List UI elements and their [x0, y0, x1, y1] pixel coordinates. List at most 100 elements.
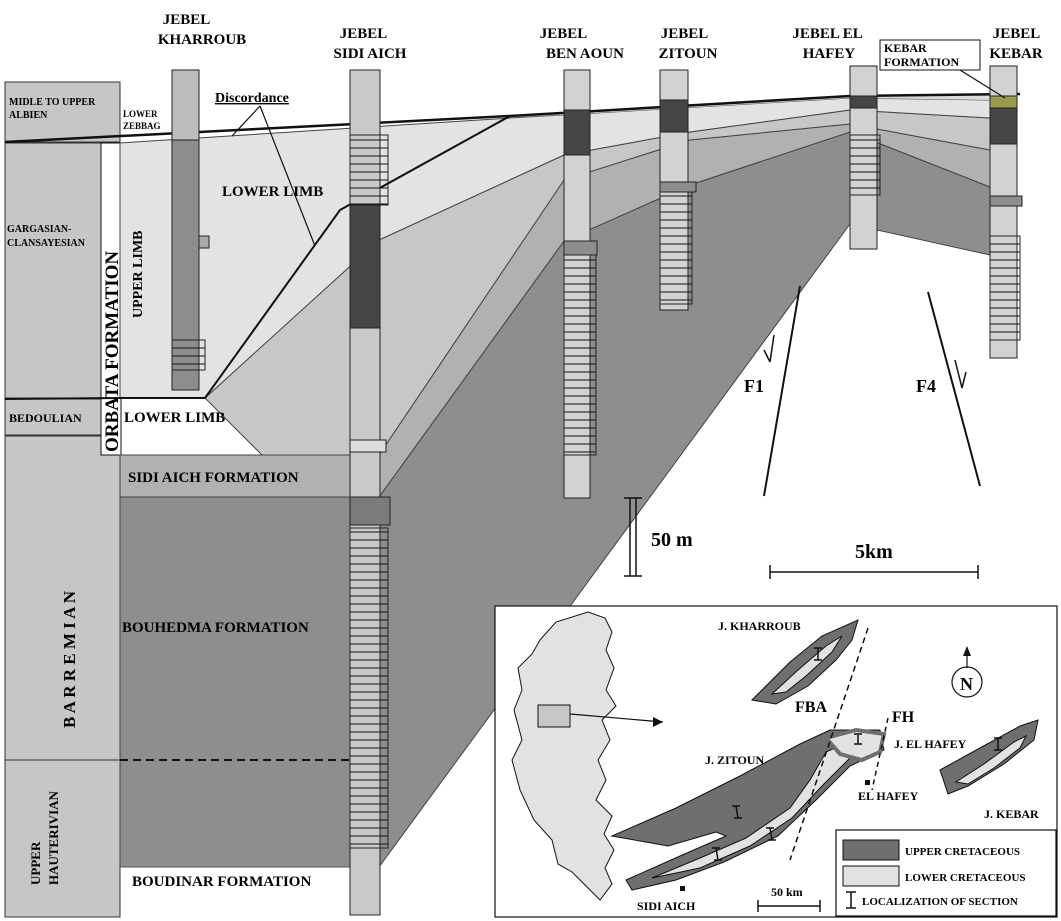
column-kharroub — [171, 69, 210, 391]
study-area-arrowhead — [653, 717, 663, 727]
fh-fault-line — [871, 717, 889, 791]
lower-zebbag-label: LOWER ZEBBAG — [123, 109, 161, 131]
header-sidi-aich: JEBEL SIDI AICH — [334, 26, 407, 62]
section-markers — [712, 647, 1002, 861]
barremian-box — [4, 435, 121, 761]
limb-boundary-line — [120, 115, 511, 399]
faults: F1 F4 — [744, 285, 981, 497]
legend-localization-label: LOCALIZATION OF SECTION — [862, 896, 1018, 908]
kharroub-outcrop — [750, 619, 859, 705]
section-marker-sidi-aich — [712, 847, 722, 861]
column-ben-aoun — [563, 69, 598, 499]
map-fba-label: FBA — [795, 699, 827, 716]
upper-limb-label: UPPER LIMB — [131, 231, 146, 319]
stage-scale: MIDLE TO UPPER ALBIEN LOWER ZEBBAG GARGA… — [4, 81, 161, 918]
section-marker-zitoun — [732, 805, 742, 819]
orbata-label: ORBATA FORMATION — [102, 251, 123, 452]
kebar-dark-unit — [989, 107, 1018, 145]
hauterivian-box — [4, 759, 121, 918]
map-fh-label: FH — [892, 709, 915, 726]
f1-label: F1 — [744, 376, 764, 396]
header-zitoun: JEBEL ZITOUN — [659, 26, 718, 62]
sidi-aich-formation-label: SIDI AICH FORMATION — [128, 470, 299, 486]
kharroub-beds — [171, 339, 206, 371]
gargasian-label: GARGASIAN- CLANSAYESIAN — [7, 224, 86, 249]
gargasian-box — [4, 142, 102, 399]
kebar-beds — [989, 235, 1021, 341]
kebar-formation-box — [879, 39, 981, 71]
sidi-aich-marker — [680, 886, 685, 891]
bedoulian-label: BEDOULIAN — [9, 411, 82, 425]
el-hafey-outcrop — [822, 727, 887, 763]
map-el-hafey-range-label: J. EL HAFEY — [894, 737, 967, 751]
column-zitoun — [659, 69, 697, 311]
map-sidi-aich-label: SIDI AICH — [637, 899, 696, 913]
sidi-aich-small-ledge — [349, 439, 387, 453]
legend-lower-label: LOWER CRETACEOUS — [905, 872, 1026, 884]
boudinar-formation-label: BOUDINAR FORMATION — [132, 874, 311, 890]
tunisia-outline — [511, 611, 617, 901]
column-el-hafey — [849, 65, 881, 250]
kebar-formation-unit — [989, 95, 1018, 109]
fault-f4 — [927, 291, 981, 487]
fault-f4-arrow — [954, 359, 967, 389]
map-zitoun-label: J. ZITOUN — [705, 753, 764, 767]
discordance-pointer-2 — [259, 105, 316, 247]
kebar-outcrop — [939, 719, 1039, 795]
el-hafey-marker — [865, 780, 870, 785]
fba-fault-line — [789, 627, 869, 861]
kebar-formation-pointer — [959, 69, 1006, 99]
legend-lower-swatch — [842, 865, 900, 887]
column-sidi-aich — [349, 69, 391, 916]
fault-f1-arrow — [763, 334, 775, 363]
map-el-hafey-town-label: EL HAFEY — [858, 789, 919, 803]
bouhedma-formation-label: BOUHEDMA FORMATION — [122, 620, 309, 636]
map-kebar-label: J. KEBAR — [984, 807, 1039, 821]
kebar-core — [954, 734, 1028, 785]
el-hafey-dark-unit — [849, 95, 878, 109]
kebar-ledge — [989, 195, 1023, 207]
header-ben-aoun: JEBEL BEN AOUN — [540, 26, 624, 62]
zitoun-ledge — [659, 181, 697, 193]
hauterivian-label: UPPER HAUTERIVIAN — [28, 790, 61, 885]
header-el-hafey: JEBEL EL HAFEY — [792, 26, 865, 62]
vertical-scale: 50 m — [624, 497, 693, 577]
kharroub-ledge — [198, 235, 210, 249]
study-area-arrow — [569, 713, 664, 723]
header-kharroub: JEBEL KHARROUB — [158, 12, 246, 48]
map-scale-label: 50 km — [771, 885, 803, 899]
sidi-aich-dark-unit — [349, 204, 381, 329]
legend-section-icon — [846, 891, 856, 909]
lower-limb-bottom-label: LOWER LIMB — [124, 410, 225, 426]
discordance-label: Discordance — [215, 91, 289, 106]
horizontal-scale: 5km — [769, 541, 979, 579]
lower-limb-top-label: LOWER LIMB — [222, 184, 323, 200]
kharroub-core — [770, 635, 843, 695]
study-area-box — [537, 704, 571, 728]
barremian-label: B A R R E M I A N — [60, 590, 79, 728]
sidi-aich-beds-top — [349, 134, 389, 206]
section-marker-kebar — [994, 737, 1002, 751]
zitoun-beds — [659, 191, 693, 305]
north-label: N — [960, 674, 973, 694]
vertical-scale-label: 50 m — [651, 529, 693, 551]
discordance-pointer-1 — [231, 105, 261, 137]
map-kharroub-label: J. KHARROUB — [718, 619, 801, 633]
column-kebar — [989, 65, 1023, 359]
el-hafey-beds — [849, 134, 881, 196]
section-marker-el-hafey — [854, 733, 862, 745]
f4-label: F4 — [916, 376, 936, 396]
north-arrow-icon — [963, 646, 971, 656]
horizontal-scale-label: 5km — [855, 541, 893, 563]
inset-map: J. KHARROUB J. ZITOUN SIDI AICH J. EL HA… — [494, 605, 1058, 918]
albien-label: MIDLE TO UPPER ALBIEN — [9, 97, 98, 121]
section-marker-kharroub — [814, 647, 822, 661]
header-kebar: JEBEL KEBAR — [989, 26, 1043, 62]
legend-upper-swatch — [842, 839, 900, 861]
section-marker-ben-aoun — [766, 827, 776, 841]
sidi-aich-ledge — [349, 496, 391, 526]
ben-aoun-ledge — [563, 240, 598, 256]
ben-aoun-beds — [563, 254, 597, 456]
